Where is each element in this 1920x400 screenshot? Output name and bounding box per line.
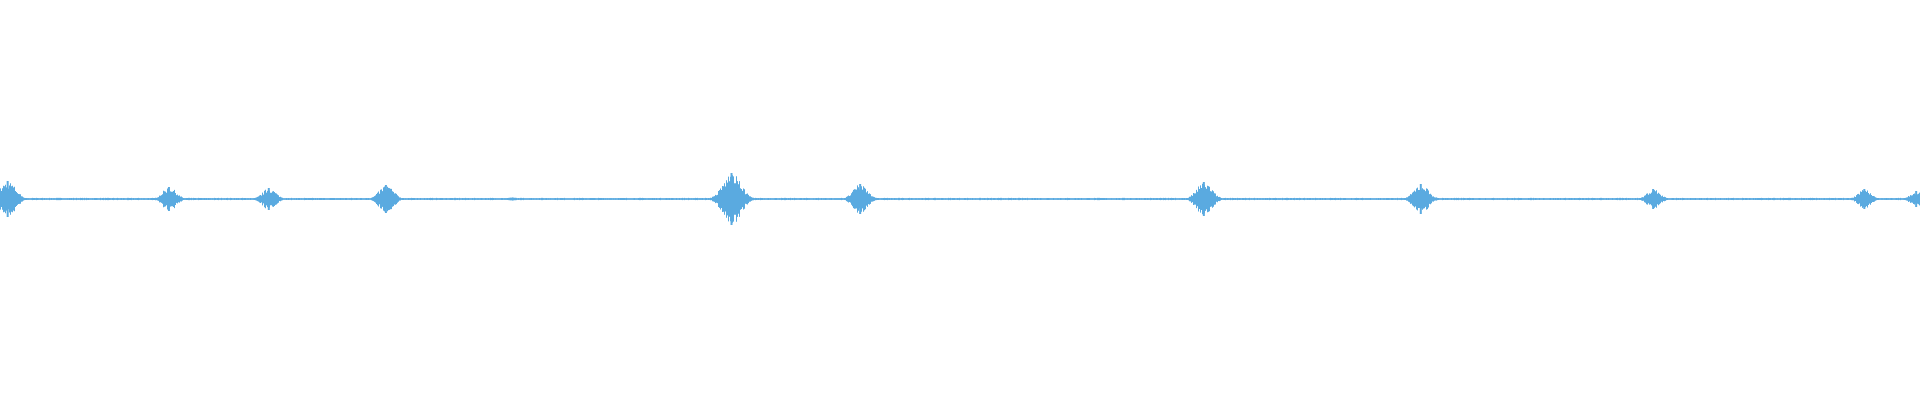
waveform-samples <box>0 175 1920 223</box>
waveform-path <box>0 175 1920 223</box>
